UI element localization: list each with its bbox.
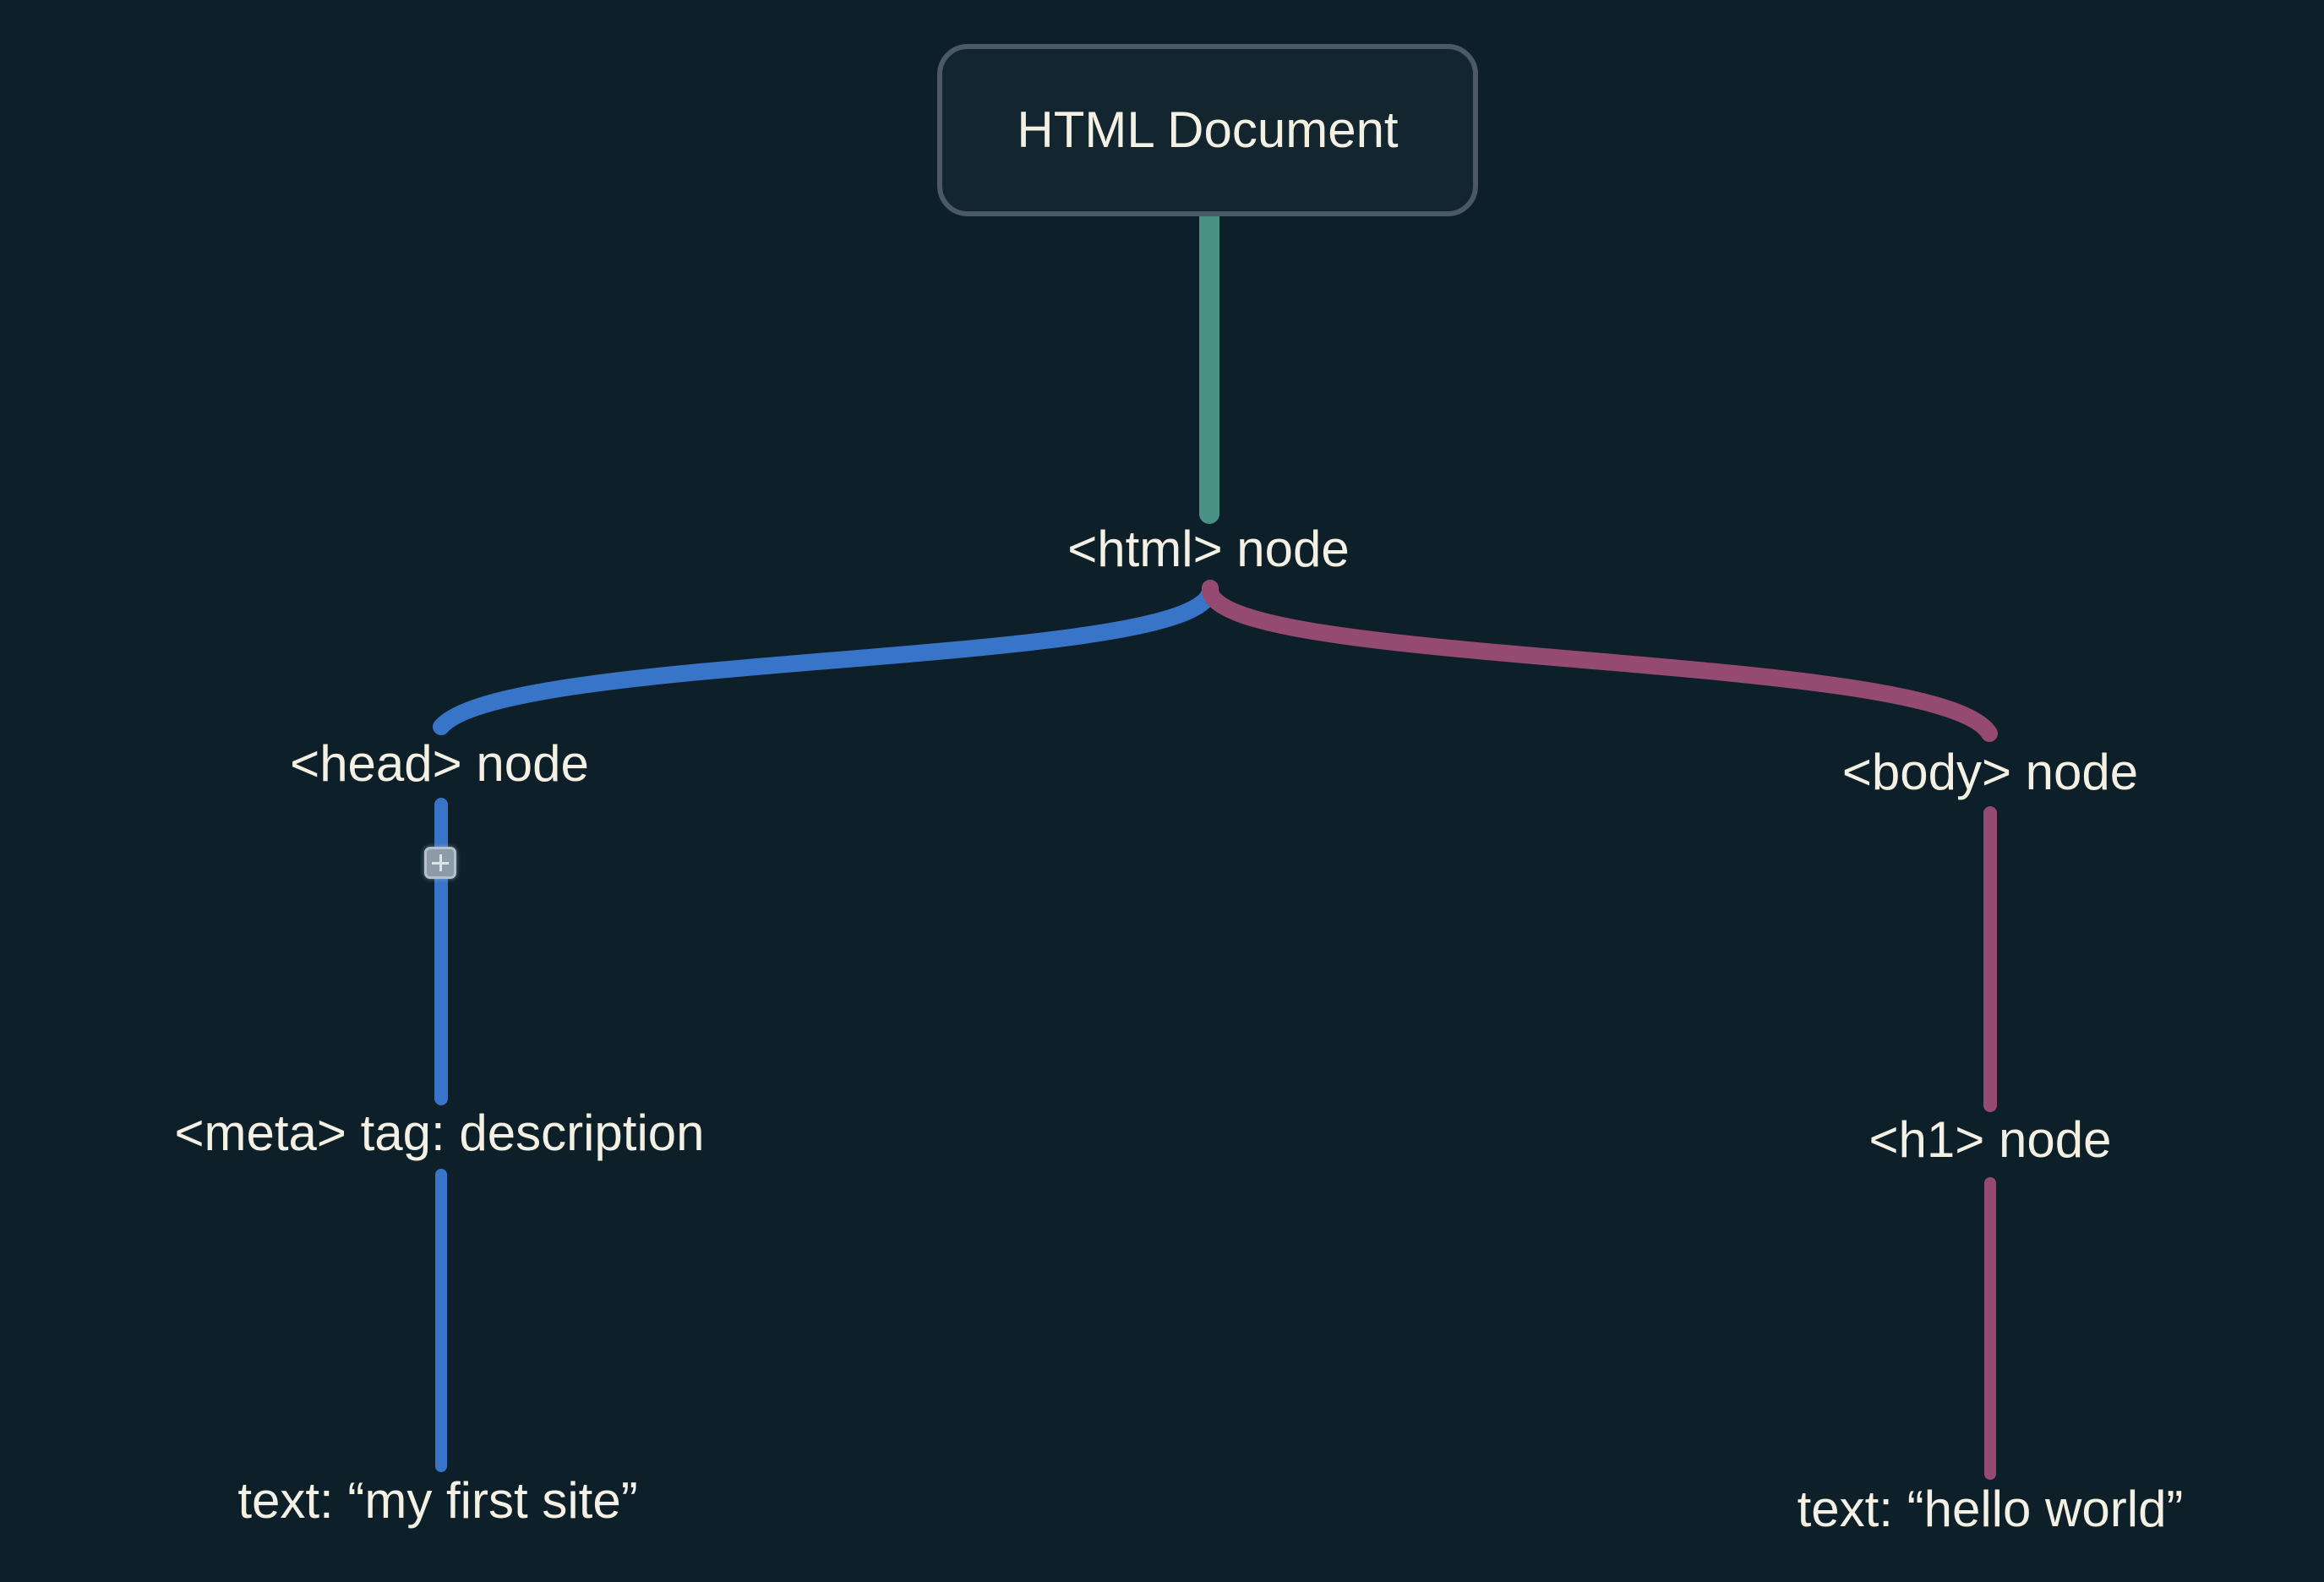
root-node[interactable]: HTML Document (937, 44, 1478, 216)
plus-square-icon[interactable] (424, 847, 456, 879)
root-node-label: HTML Document (1017, 101, 1399, 158)
node-h1-text[interactable]: text: “hello world” (1797, 1481, 2184, 1537)
edge-html-head (433, 580, 1219, 735)
node-body[interactable]: <body> node (1841, 744, 2139, 800)
node-meta-text[interactable]: text: “my first site” (237, 1472, 638, 1529)
node-meta[interactable]: <meta> tag: description (174, 1105, 705, 1161)
node-html[interactable]: <html> node (1067, 521, 1350, 577)
node-head[interactable]: <head> node (290, 735, 589, 792)
edge-html-body (1202, 580, 1998, 742)
node-h1[interactable]: <h1> node (1868, 1111, 2112, 1168)
